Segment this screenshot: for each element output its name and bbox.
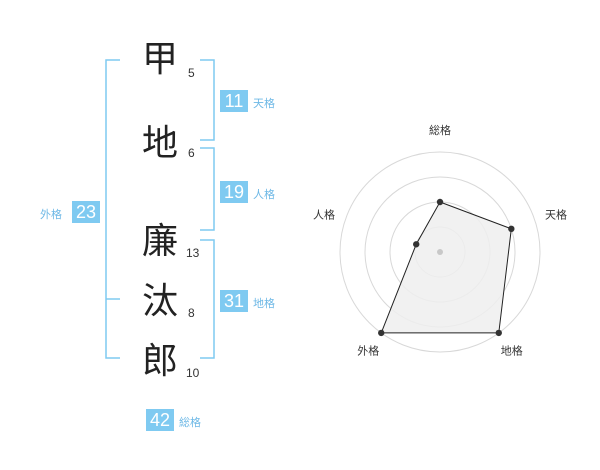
stroke-count-2: 6: [188, 146, 195, 160]
radar-point-5: [413, 241, 420, 248]
jinkaku-value: 19: [220, 181, 248, 203]
radar-center: [437, 249, 443, 255]
gaikaku-value: 23: [72, 201, 100, 223]
name-char-4: 汰: [141, 281, 178, 322]
tenkaku-value: 11: [220, 90, 248, 112]
tenkaku-bracket: [200, 59, 215, 141]
radar-point-4: [378, 329, 385, 337]
chikaku-value: 31: [220, 290, 248, 312]
name-char-3: 廉: [141, 221, 178, 262]
jinkaku-bracket: [200, 147, 215, 231]
stroke-count-4: 8: [188, 306, 195, 320]
soukaku-value: 42: [146, 409, 174, 431]
gaikaku-label: 外格: [40, 208, 62, 221]
radar-axis-label-1: 総格: [429, 123, 451, 137]
radar-axis-label-4: 外格: [357, 344, 379, 358]
radar-axis-label-5: 人格: [313, 207, 335, 221]
jinkaku-label: 人格: [253, 188, 275, 201]
gaikaku-bracket: [105, 59, 120, 359]
stroke-count-3: 13: [186, 246, 200, 260]
radar-point-3: [495, 329, 502, 337]
stroke-count-1: 5: [188, 66, 195, 80]
radar-axis-label-3: 地格: [501, 344, 523, 358]
radar-axis-label-2: 天格: [545, 207, 567, 221]
name-char-1: 甲: [141, 39, 178, 80]
chikaku-bracket: [200, 239, 215, 359]
soukaku-label: 総格: [179, 416, 201, 429]
radar-point-2: [508, 225, 515, 233]
name-char-2: 地: [141, 123, 178, 164]
radar-ring-4: [339, 151, 541, 353]
stroke-count-5: 10: [186, 366, 200, 380]
radar-point-1: [436, 198, 444, 206]
tenkaku-label: 天格: [253, 97, 275, 110]
chikaku-label: 地格: [253, 297, 275, 310]
name-char-5: 郎: [141, 341, 178, 382]
radar-polygon: [380, 201, 512, 334]
